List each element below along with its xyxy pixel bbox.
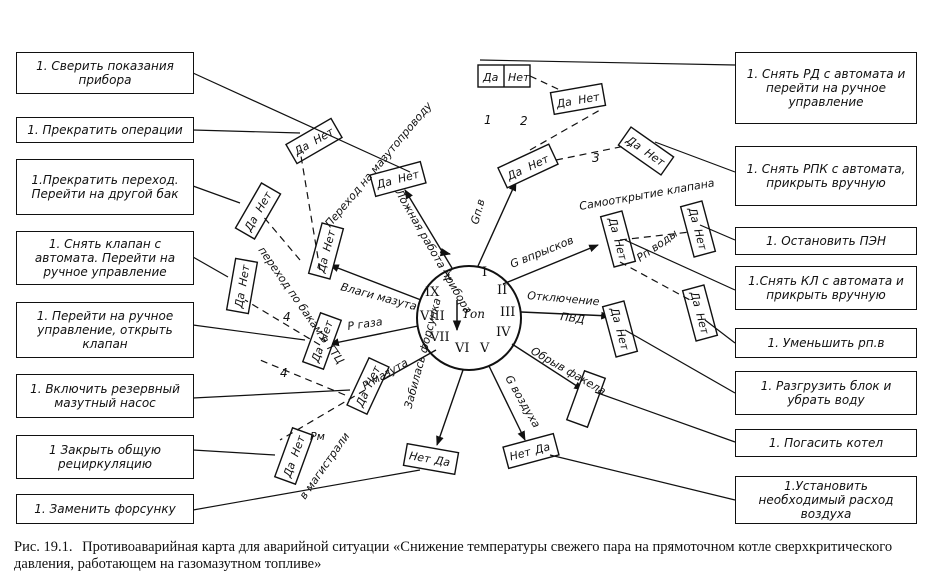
no-label: Нет [396, 168, 421, 186]
figure-caption: Рис. 19.1. Противоаварийная карта для ав… [14, 539, 919, 573]
label-obryv: Обрыв факела [529, 344, 609, 398]
left-action-box-8: 1. Заменить форсунку [16, 494, 194, 524]
right-action-box-4: 1.Снять КЛ с автомата и прикрыть вручную [735, 266, 917, 310]
left-action-box-4: 1. Снять клапан с автомата. Перейти на р… [16, 231, 194, 285]
caption-number: Рис. 19.1. [14, 539, 73, 555]
right-action-box-8: 1.Установить необходимый расход воздуха [735, 476, 917, 524]
no-label: Нет [320, 228, 338, 253]
no-label: Нет [691, 227, 709, 252]
label-gpv: Gп.в [468, 198, 487, 226]
seq-number-4b: 4 [280, 366, 288, 380]
right-action-box-7: 1. Погасить котел [735, 429, 917, 457]
dial-center-label: Топ [462, 307, 485, 321]
no-label: Нет [408, 449, 432, 466]
yes-label: Да [353, 389, 372, 410]
yes-label: Да [314, 256, 331, 275]
no-return-lines [244, 75, 691, 441]
dial-numeral-2: II [497, 283, 507, 298]
sequence-numbers: 1 2 3 4 4 [280, 113, 600, 380]
yes-label: Да [685, 205, 702, 224]
label-rp-vody: Рп воды [634, 227, 680, 265]
dial-numeral-10: X [443, 269, 453, 284]
dial-numeral-4: IV [496, 325, 511, 340]
left-action-box-1: 1. Сверить показания прибора [16, 52, 194, 94]
dial-numeral-9: IX [425, 285, 440, 300]
yes-label: Да [308, 345, 326, 365]
left-action-box-5: 1. Перейти на ручное управление, открыть… [16, 302, 194, 358]
label-vlagi: Влаги мазута [339, 280, 418, 313]
label-r-gaza: Р газа [347, 315, 384, 333]
right-action-box-1: 1. Снять РД с автомата и перейти на ручн… [735, 52, 917, 124]
no-label: Нет [613, 327, 631, 352]
decision-boxes [225, 64, 719, 486]
yes-label: Да [232, 291, 248, 310]
left-action-box-7: 1 Закрыть общую рециркуляцию [16, 435, 194, 479]
label-pvd: ПВД [560, 310, 586, 326]
left-action-links [192, 72, 421, 511]
yes-label: Да [482, 71, 499, 84]
right-action-box-6: 1. Разгрузить блок и убрать воду [735, 371, 917, 415]
dial-numeral-6: VI [454, 341, 470, 356]
yes-label: Да [554, 95, 573, 111]
label-pm: Рм [310, 430, 325, 443]
no-label: Нет [236, 263, 253, 287]
no-label: Нет [577, 90, 601, 107]
yes-label: Да [607, 305, 624, 324]
seq-number-4a: 4 [283, 310, 291, 324]
dial-connectors [329, 181, 611, 446]
label-otklyuchenie: Отключение [527, 289, 600, 308]
yes-label: Да [280, 460, 298, 480]
yes-label: Да [374, 175, 393, 192]
no-label: Нет [508, 445, 533, 463]
seq-number-3: 3 [592, 151, 600, 165]
central-dial [416, 248, 522, 371]
label-g-vpryskov: G впрысков [508, 234, 575, 271]
dial-numeral-7: VII [429, 330, 450, 345]
right-action-box-2: 1. Снять РПК с автомата, прикрыть вручну… [735, 146, 917, 206]
yes-label: Да [687, 289, 704, 308]
yes-no-labels: Да Нет Да Нет Да Нет Да Нет Да Нет Да Не… [232, 71, 711, 480]
dial-numeral-5: V [479, 341, 490, 356]
yes-label: Да [433, 454, 452, 470]
seq-number-1: 1 [484, 113, 492, 127]
seq-number-2: 2 [520, 114, 528, 128]
dial-numeral-1: I [482, 265, 487, 280]
dial-numeral-3: III [500, 305, 515, 320]
no-label: Нет [611, 237, 629, 262]
yes-label: Да [532, 440, 551, 457]
left-action-box-6: 1. Включить резервный мазутный насос [16, 374, 194, 418]
yes-label: Да [504, 165, 525, 184]
left-action-box-2: 1. Прекратить операции [16, 117, 194, 143]
caption-text: Противоаварийная карта для аварийной сит… [14, 539, 893, 572]
no-label: Нет [508, 71, 530, 84]
no-label: Нет [693, 311, 711, 336]
yes-label: Да [605, 215, 622, 234]
label-g-vozdukha: G воздуха [502, 373, 543, 430]
right-action-box-5: 1. Уменьшить рп.в [735, 328, 917, 358]
left-action-box-3: 1.Прекратить переход. Перейти на другой … [16, 159, 194, 215]
right-action-box-3: 1. Остановить ПЭН [735, 227, 917, 255]
right-action-links [479, 59, 736, 501]
dial-numeral-8: VIII [419, 309, 445, 324]
